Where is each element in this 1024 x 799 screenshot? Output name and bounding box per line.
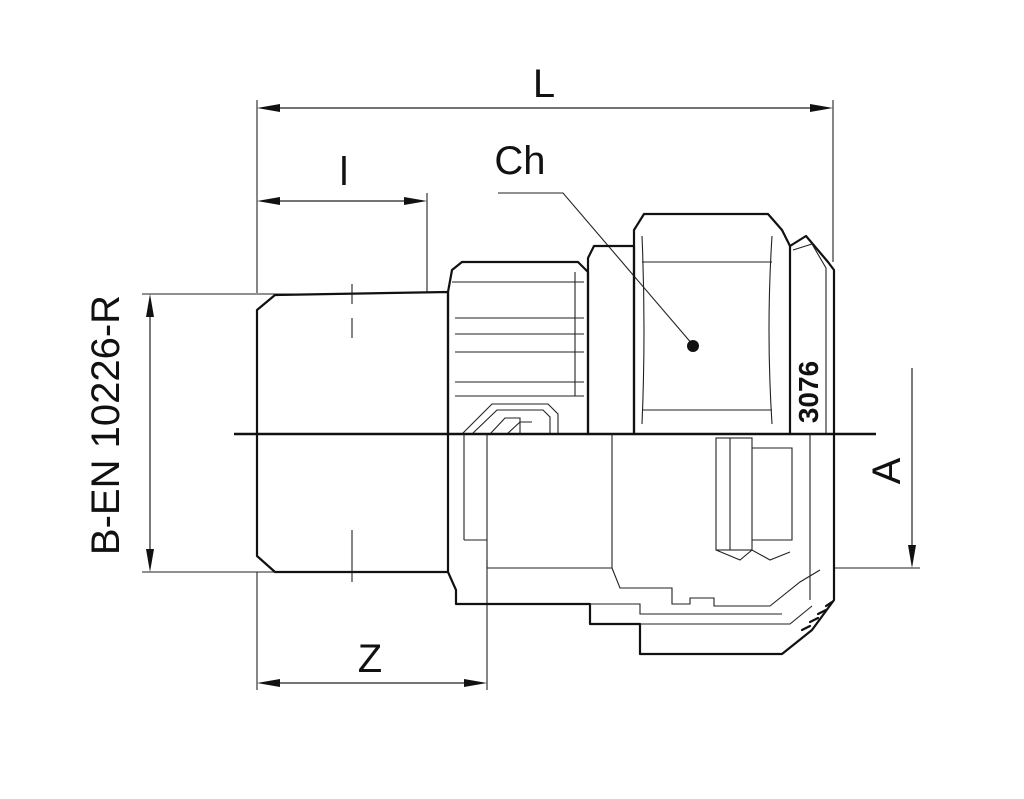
fitting-section-view <box>255 432 836 656</box>
dimension-L-label: L <box>533 62 555 106</box>
dimension-l: l <box>257 150 428 292</box>
dimension-Z: Z <box>256 560 488 690</box>
brand-logo <box>461 403 559 435</box>
dimension-Z-label: Z <box>358 637 382 681</box>
body-marking: 3076 <box>793 361 824 423</box>
dimension-A-label: A <box>865 457 909 484</box>
leader-dot <box>687 340 699 352</box>
wrench-size-label: Ch <box>494 139 545 183</box>
dimension-thread: B-EN 10226-R <box>84 293 440 573</box>
dimension-L: L <box>256 62 834 293</box>
thread-standard-label: B-EN 10226-R <box>84 295 128 555</box>
wrench-size-callout: Ch <box>494 139 699 352</box>
fitting-exterior-view: 3076 <box>255 212 836 436</box>
dimension-l-label: l <box>340 150 349 194</box>
